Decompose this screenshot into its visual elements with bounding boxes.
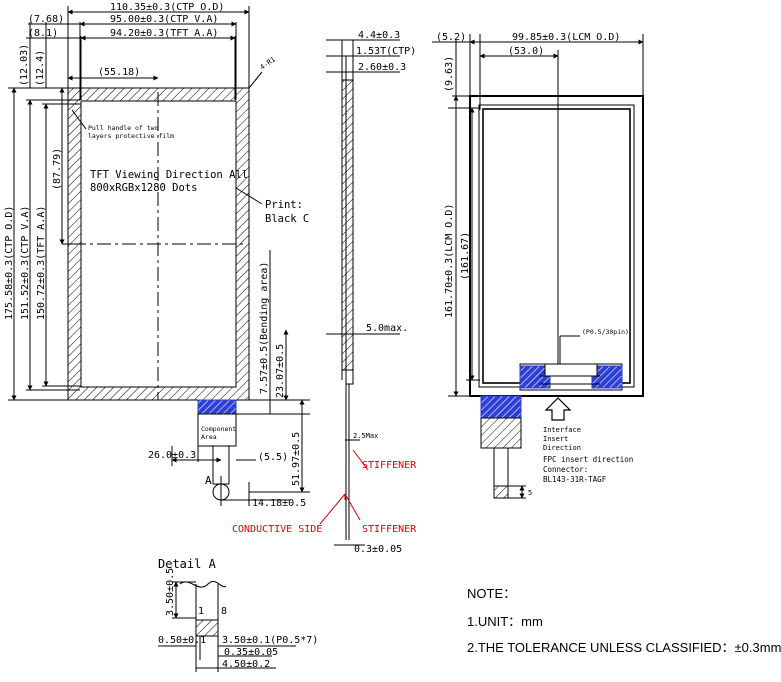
dim-top-124: (12.4) bbox=[35, 50, 46, 86]
component-label-1: Component bbox=[201, 425, 236, 433]
detail-dim-45: 4.50±0.2 bbox=[222, 659, 270, 670]
component-label-2: Area bbox=[201, 433, 217, 441]
dim-5-rear: 5 bbox=[528, 489, 532, 497]
mechanical-drawing: 110.35±0.3(CTP O.D) 95.00±0.3(CTP V.A) 9… bbox=[4, 2, 644, 672]
note-title-text: NOTE： bbox=[467, 586, 517, 601]
side-view bbox=[319, 39, 400, 546]
stiffener-label-2: STIFFENER bbox=[362, 524, 417, 535]
dim-26: 26.0±0.3 bbox=[148, 450, 196, 461]
dim-corner-r: 4-R1 bbox=[259, 55, 277, 71]
detail-pin-1: 1 bbox=[198, 606, 204, 617]
dim-width-lcm: 99.85±0.3(LCM O.D) bbox=[512, 32, 620, 43]
dim-height-lcm: 161.70±0.3(LCM O.D) bbox=[444, 204, 455, 318]
note-tolerance-text: 2.THE TOLERANCE UNLESS CLASSIFIED：±0.3mm bbox=[467, 640, 781, 655]
detail-title: Detail A bbox=[158, 557, 217, 571]
front-view bbox=[8, 6, 310, 506]
stiffener-label-1: STIFFENER bbox=[362, 460, 417, 471]
pull-handle-note-1: Pull handle of two bbox=[88, 124, 159, 132]
dim-2307: 23.07±0.5 bbox=[275, 344, 286, 398]
interface-label-2: Insert bbox=[543, 435, 568, 443]
rear-view-labels: (5.2) 99.85±0.3(LCM O.D) (53.0) (9.63) 1… bbox=[436, 32, 633, 497]
dim-5197: 51.97±0.5 bbox=[291, 432, 302, 486]
dim-left-81: (8.1) bbox=[28, 28, 58, 39]
note-unit-text: 1.UNIT：mm bbox=[467, 614, 543, 629]
dim-25max: 2.5Max bbox=[353, 432, 378, 440]
note-unit: 1.UNIT：mm bbox=[467, 611, 543, 630]
note-tolerance: 2.THE TOLERANCE UNLESS CLASSIFIED：±0.3mm bbox=[467, 637, 781, 656]
pull-handle-note-2: layers protective film bbox=[88, 132, 174, 140]
interface-label-1: Interface bbox=[543, 426, 581, 434]
dim-153: 1.53T(CTP) bbox=[356, 46, 416, 57]
dim-963: (9.63) bbox=[444, 56, 455, 92]
connector-part: BL143-31R-TAGF bbox=[543, 475, 607, 484]
detail-dim-pitch: 3.50±0.1(P0.5*7) bbox=[222, 635, 318, 646]
dim-530: (53.0) bbox=[508, 46, 544, 57]
dim-03: 0.3±0.05 bbox=[354, 544, 402, 555]
interface-label-3: Direction bbox=[543, 444, 581, 452]
dim-44: 4.4±0.3 bbox=[358, 30, 400, 41]
dim-left-768: (7.68) bbox=[28, 14, 64, 25]
dim-width-ctp-va: 95.00±0.3(CTP V.A) bbox=[110, 14, 218, 25]
rear-view bbox=[432, 34, 644, 499]
dim-center-5518: (55.18) bbox=[98, 67, 140, 78]
pin-label: (P0.5/30pin) bbox=[582, 328, 629, 336]
dim-width-tft-aa: 94.20±0.3(TFT A.A) bbox=[110, 28, 218, 39]
detail-pin-8: 8 bbox=[221, 606, 227, 617]
print-color: Black C bbox=[265, 213, 309, 225]
dim-height-ctp-va: 151.52±0.3(CTP V.A) bbox=[20, 206, 31, 320]
dim-5max: 5.0max. bbox=[366, 323, 408, 334]
resolution: 800xRGBx1280 Dots bbox=[90, 182, 197, 194]
detail-dim-05: 0.50±0.1 bbox=[158, 635, 206, 646]
fpc-direction: FPC insert direction bbox=[543, 455, 633, 464]
dim-55: (5.5) bbox=[258, 452, 288, 463]
dim-top-1203: (12.03) bbox=[19, 44, 30, 86]
detail-dim-035: 0.35±0.05 bbox=[224, 647, 278, 658]
dim-height-8779: (87.79) bbox=[52, 148, 63, 190]
dim-52: (5.2) bbox=[436, 32, 466, 43]
dim-16167: (161.67) bbox=[460, 232, 471, 280]
viewing-direction: TFT Viewing Direction All bbox=[90, 169, 248, 181]
dim-height-tft-aa: 150.72±0.3(TFT A.A) bbox=[36, 206, 47, 320]
dim-height-ctp-od: 175.58±0.3(CTP O.D) bbox=[4, 206, 15, 320]
connector-label: Connector: bbox=[543, 465, 588, 474]
side-view-labels: 4.4±0.3 1.53T(CTP) 2.60±0.3 5.0max. 2.5M… bbox=[232, 30, 417, 555]
detail-a bbox=[158, 581, 296, 672]
detail-a-marker: A bbox=[205, 474, 212, 487]
note-title: NOTE： bbox=[467, 583, 516, 602]
detail-dim-35: 3.50±0.5 bbox=[165, 568, 176, 616]
print-label: Print: bbox=[265, 199, 303, 211]
dim-26-side: 2.60±0.3 bbox=[358, 62, 406, 73]
dim-width-ctp-od: 110.35±0.3(CTP O.D) bbox=[110, 2, 224, 13]
detail-a-labels: Detail A 3.50±0.5 1 8 0.50±0.1 3.50±0.1(… bbox=[158, 557, 318, 670]
dim-1418: 14.18±0.5 bbox=[252, 498, 306, 509]
conductive-side-label: CONDUCTIVE SIDE bbox=[232, 524, 322, 535]
dim-bending: 7.57±0.5(Bending area) bbox=[259, 262, 270, 394]
